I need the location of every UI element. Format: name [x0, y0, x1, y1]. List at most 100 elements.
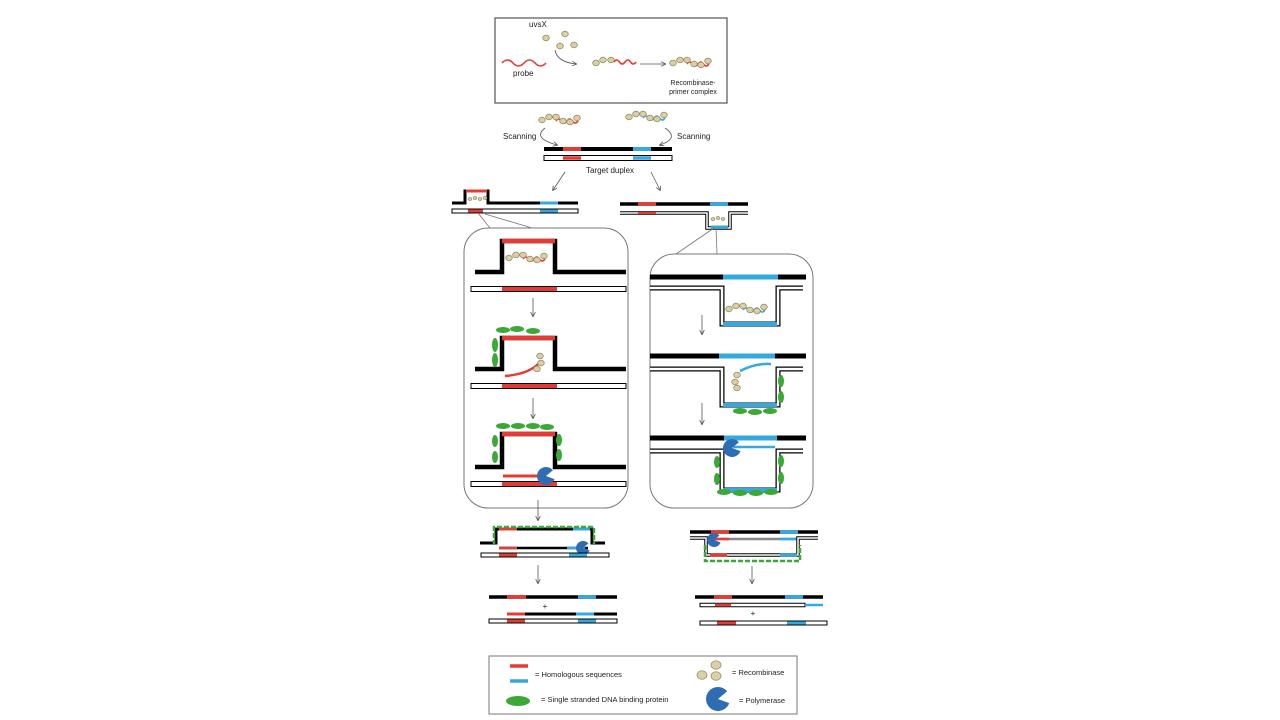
- recombinase-icon: [753, 307, 761, 315]
- recombinase-icon: [542, 34, 550, 42]
- recombinase-icon: [625, 113, 633, 121]
- recombinase-icon: [545, 113, 553, 121]
- recombinase-icon: [660, 111, 668, 119]
- recombinase-icon: [760, 303, 768, 311]
- callout-lines-right: [675, 227, 718, 255]
- ssb-protein-icon: [510, 326, 524, 332]
- blue-homologous-sequence: [785, 595, 803, 599]
- ssb-protein-icon: [492, 353, 498, 367]
- recombinase-icon: [519, 251, 527, 259]
- ssb-protein-icon: [778, 375, 784, 387]
- recombinase-icon: [646, 114, 654, 122]
- red-homologous-sequence: [717, 621, 736, 625]
- dloop-strand-inner: [690, 537, 818, 556]
- complementary-strand: [699, 620, 828, 626]
- callout-lines-left: [477, 212, 533, 229]
- red-homologous-sequence: [499, 553, 517, 557]
- complementary-strand: [451, 208, 579, 214]
- polymerase-icon: [537, 467, 555, 485]
- legend-box: [488, 655, 798, 715]
- ssb-protein-icon: [496, 423, 510, 429]
- recombinase-icon: [477, 197, 483, 201]
- blue-homologous-sequence: [633, 147, 651, 151]
- recombinase-icon: [632, 110, 640, 118]
- ssb-protein-icon: [733, 490, 747, 496]
- recombinase-icon: [536, 352, 544, 360]
- recombinase-icon: [559, 117, 567, 125]
- blue-homologous-sequence: [576, 612, 594, 616]
- blue-homologous-sequence: [780, 530, 798, 534]
- red-homologous-sequence: [507, 612, 525, 616]
- ssb-protein-icon: [763, 408, 777, 414]
- product-plus-left: +: [543, 602, 548, 611]
- recombinase-icon: [556, 42, 564, 50]
- ssb-protein-icon: [717, 489, 731, 495]
- red-homologous-sequence: [563, 147, 581, 151]
- red-homologous-sequence: [502, 335, 555, 341]
- ssb-protein-icon: [511, 423, 525, 429]
- recombinase-icon: [537, 359, 545, 367]
- complementary-strand: [488, 618, 618, 624]
- red-homologous-sequence: [466, 189, 487, 193]
- primer-strand: [613, 59, 637, 65]
- primer-strand: [501, 59, 547, 67]
- ssb-protein-icon: [506, 696, 530, 706]
- blue-homologous-sequence: [569, 553, 587, 557]
- polymerase-icon: [723, 438, 741, 457]
- recombinase-icon: [715, 216, 721, 220]
- recombinase-icon: [710, 671, 722, 681]
- scanning-arrow-right: [660, 127, 672, 145]
- dloop-strand-outer: [620, 211, 748, 230]
- ssb-protein-icon: [492, 338, 498, 352]
- scanning-label-left: Scanning: [503, 132, 536, 141]
- red-homologous-sequence: [502, 384, 557, 388]
- ssb-protein-icon: [526, 423, 540, 429]
- red-homologous-sequence: [563, 156, 581, 160]
- template-strand: [489, 595, 617, 599]
- zoom-panel-left: [463, 227, 629, 509]
- recombinase-icon: [538, 116, 546, 124]
- recombinase-icon: [599, 56, 607, 64]
- recombinase-icon: [561, 30, 569, 38]
- ssb-coating: [492, 525, 596, 545]
- red-homologous-sequence: [711, 530, 729, 534]
- red-homologous-sequence: [468, 209, 483, 213]
- recombinase-icon: [566, 118, 574, 126]
- template-strand: [620, 202, 748, 206]
- scanning-arrow-left: [540, 127, 557, 145]
- recombinase-icon: [733, 371, 741, 379]
- recombinase-icon: [533, 256, 541, 264]
- ssb-protein-icon: [492, 451, 498, 463]
- template-strand: [544, 147, 672, 151]
- product-plus-right: +: [751, 609, 756, 618]
- recombinase-icon: [592, 59, 600, 67]
- blue-homologous-sequence: [719, 353, 775, 359]
- ssb-protein-icon: [749, 490, 763, 496]
- red-homologous-sequence: [499, 527, 517, 531]
- ssb-protein-icon: [556, 434, 562, 446]
- red-homologous-sequence: [638, 212, 656, 214]
- recombinase-icon: [731, 378, 739, 386]
- red-homologous-sequence: [638, 202, 656, 206]
- uvsx-label: uvsX: [529, 20, 547, 29]
- red-homologous-sequence: [510, 664, 528, 668]
- displaced-strand: [452, 189, 578, 205]
- polymerase-icon: [706, 533, 721, 547]
- ssb-protein-icon: [778, 472, 784, 484]
- recombinase-icon: [639, 110, 647, 118]
- polymerase-icon: [706, 686, 730, 711]
- recombinase-icon: [733, 384, 741, 392]
- blue-homologous-sequence: [723, 488, 777, 492]
- blue-homologous-sequence: [787, 621, 806, 625]
- zoom-panel-right: [649, 253, 814, 509]
- recombinase-icon: [482, 196, 488, 200]
- pathway-arrow-right: [650, 171, 660, 190]
- recombinase-icon: [732, 302, 740, 310]
- ssb-protein-icon: [764, 489, 778, 495]
- recombinase-icon: [710, 660, 722, 670]
- invading-primer: [739, 362, 772, 373]
- ssb-protein-icon: [540, 424, 554, 430]
- recombinase-icon: [552, 113, 560, 121]
- complex-label-line1: Recombinase-: [670, 80, 716, 87]
- recombinase-icon: [725, 305, 733, 313]
